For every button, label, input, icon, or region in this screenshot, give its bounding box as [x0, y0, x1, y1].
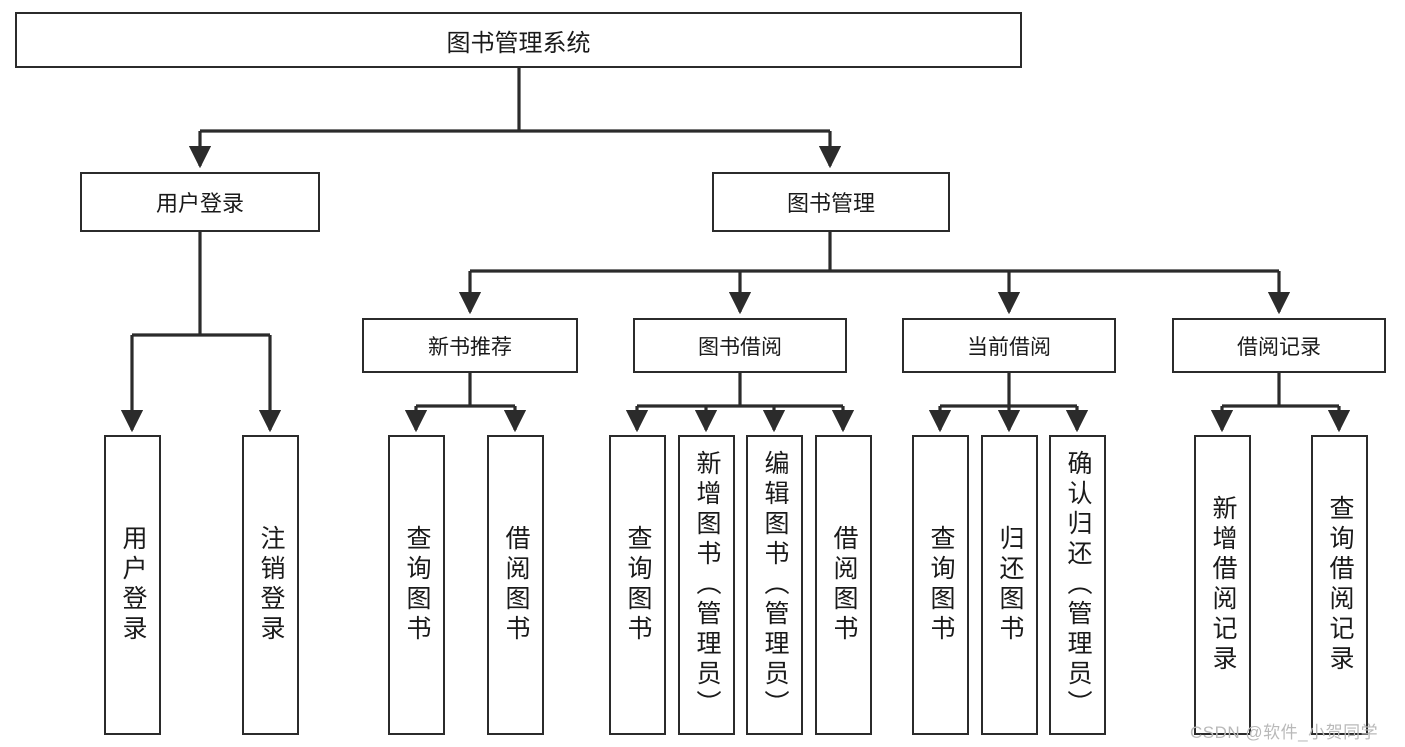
node-current-borrow[interactable]: 当前借阅 — [902, 318, 1116, 373]
leaf-query-record[interactable]: 查询借阅记录 — [1311, 435, 1368, 735]
leaf-borrow-book-1[interactable]: 借阅图书 — [487, 435, 544, 735]
node-user-login[interactable]: 用户登录 — [80, 172, 320, 232]
leaf-add-record[interactable]: 新增借阅记录 — [1194, 435, 1251, 735]
leaf-confirm-return[interactable]: 确认归还（管理员） — [1049, 435, 1106, 735]
node-root-system[interactable]: 图书管理系统 — [15, 12, 1022, 68]
leaf-user-login[interactable]: 用户登录 — [104, 435, 161, 735]
leaf-query-book-3[interactable]: 查询图书 — [912, 435, 969, 735]
leaf-return-book[interactable]: 归还图书 — [981, 435, 1038, 735]
leaf-borrow-book-2[interactable]: 借阅图书 — [815, 435, 872, 735]
leaf-query-book-2[interactable]: 查询图书 — [609, 435, 666, 735]
node-book-manage[interactable]: 图书管理 — [712, 172, 950, 232]
node-book-borrow[interactable]: 图书借阅 — [633, 318, 847, 373]
node-borrow-record[interactable]: 借阅记录 — [1172, 318, 1386, 373]
leaf-add-book[interactable]: 新增图书（管理员） — [678, 435, 735, 735]
csdn-watermark: CSDN @软件_小贺同学 — [1190, 723, 1379, 742]
leaf-query-book-1[interactable]: 查询图书 — [388, 435, 445, 735]
leaf-edit-book[interactable]: 编辑图书（管理员） — [746, 435, 803, 735]
leaf-user-logout[interactable]: 注销登录 — [242, 435, 299, 735]
node-new-book-recommend[interactable]: 新书推荐 — [362, 318, 578, 373]
